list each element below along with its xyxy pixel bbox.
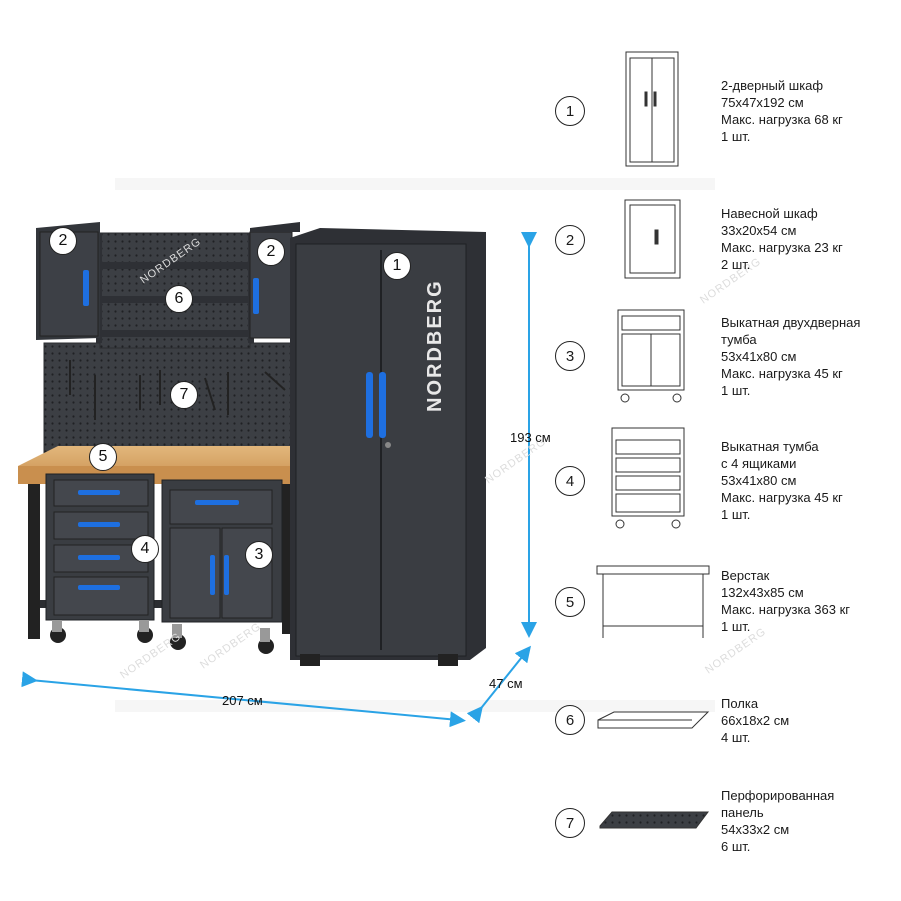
wall-cabinet-left — [36, 222, 100, 340]
legend-line: Макс. нагрузка 45 кг — [721, 490, 843, 505]
legend-num: 2 — [555, 225, 585, 255]
pegboard-icon — [599, 811, 709, 829]
legend-line: 33x20x54 см — [721, 223, 797, 238]
legend-num: 1 — [555, 96, 585, 126]
legend-item: 2-дверный шкаф 75x47x192 см Макс. нагруз… — [721, 77, 843, 145]
legend-line: Полка — [721, 696, 759, 711]
drawer-cabinet-icon — [611, 427, 685, 529]
legend-num: 6 — [555, 705, 585, 735]
legend-line: 6 шт. — [721, 839, 751, 854]
depth-dimension: 47 см — [489, 676, 523, 691]
dimension-lines — [21, 232, 537, 728]
tall-cabinet — [290, 228, 486, 666]
legend-line: 53x41x80 см — [721, 349, 797, 364]
legend-line: 53x41x80 см — [721, 473, 797, 488]
legend-line: Верстак — [721, 568, 770, 583]
legend-line: тумба — [721, 332, 757, 347]
legend-line: 4 шт. — [721, 730, 751, 745]
legend-line: 75x47x192 см — [721, 95, 804, 110]
width-dimension: 207 см — [222, 693, 263, 708]
legend-num: 3 — [555, 341, 585, 371]
callout-6: 6 — [165, 285, 193, 313]
legend-line: 132x43x85 см — [721, 585, 804, 600]
legend-line: Выкатная тумба — [721, 439, 819, 454]
shelf-icon — [597, 711, 710, 729]
legend-line: 66x18x2 см — [721, 713, 790, 728]
legend-line: Макс. нагрузка 68 кг — [721, 112, 843, 127]
legend-line: 1 шт. — [721, 383, 751, 398]
legend-line: Макс. нагрузка 363 кг — [721, 602, 851, 617]
legend-line: 54x33x2 см — [721, 822, 790, 837]
legend-item: Выкатная двухдверная тумба 53x41x80 см М… — [721, 314, 860, 399]
legend-line: 1 шт. — [721, 129, 751, 144]
legend-line: 1 шт. — [721, 619, 751, 634]
callout-7: 7 — [170, 381, 198, 409]
legend-line: с 4 ящиками — [721, 456, 797, 471]
legend-line: Макс. нагрузка 23 кг — [721, 240, 843, 255]
workbench-icon — [596, 565, 710, 638]
legend-icons — [596, 51, 710, 829]
callout-1: 1 — [383, 252, 411, 280]
pegboard-group — [43, 232, 295, 454]
callout-4: 4 — [131, 535, 159, 563]
legend-line: 2 шт. — [721, 257, 751, 272]
legend-item: Полка 66x18x2 см 4 шт. — [721, 695, 789, 746]
legend-num: 7 — [555, 808, 585, 838]
legend-item: Верстак 132x43x85 см Макс. нагрузка 363 … — [721, 567, 850, 635]
legend-line: Перфорированная — [721, 788, 835, 803]
legend-line: 1 шт. — [721, 507, 751, 522]
brand-logo: NORDBERG — [424, 279, 446, 412]
height-dimension: 193 см — [510, 430, 551, 445]
wall-cabinet-icon — [624, 199, 681, 279]
callout-5: 5 — [89, 443, 117, 471]
legend-num: 4 — [555, 466, 585, 496]
legend-num: 5 — [555, 587, 585, 617]
legend-line: Навесной шкаф — [721, 206, 818, 221]
legend-line: Выкатная двухдверная — [721, 315, 861, 330]
rolling-cabinet-icon — [617, 309, 685, 403]
callout-3: 3 — [245, 541, 273, 569]
legend-item: Выкатная тумба с 4 ящиками 53x41x80 см М… — [721, 438, 843, 523]
legend-item: Перфорированная панель 54x33x2 см 6 шт. — [721, 787, 834, 855]
legend-line: Макс. нагрузка 45 кг — [721, 366, 843, 381]
callout-2: 2 — [49, 227, 77, 255]
legend-item: Навесной шкаф 33x20x54 см Макс. нагрузка… — [721, 205, 843, 273]
callout-2: 2 — [257, 238, 285, 266]
legend-line: панель — [721, 805, 764, 820]
cabinet-icon — [625, 51, 679, 167]
legend-line: 2-дверный шкаф — [721, 78, 824, 93]
